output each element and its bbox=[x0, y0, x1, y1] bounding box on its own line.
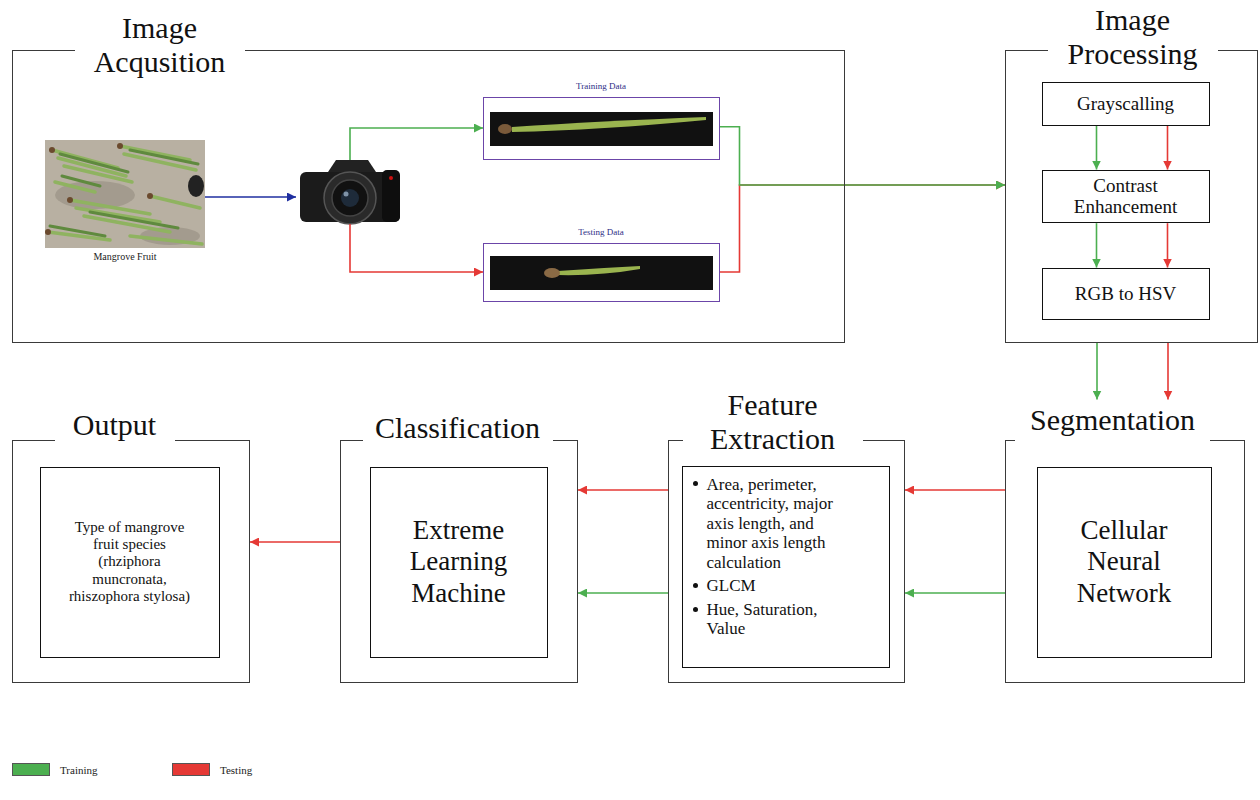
legend-swatch bbox=[172, 763, 210, 776]
heading-patch: Feature Extraction bbox=[683, 388, 863, 464]
bullet-item: Hue, Saturation, Value bbox=[689, 600, 883, 639]
box-label: Type of mangrove fruit species (rhziphor… bbox=[65, 519, 195, 605]
stage-box: Image ProcessingGrayscallingContrast Enh… bbox=[1005, 50, 1258, 343]
bullet-item: Area, perimeter, accentricity, major axi… bbox=[689, 475, 883, 573]
heading-patch: Segmentation bbox=[1015, 403, 1210, 445]
fruit-body bbox=[558, 266, 640, 275]
flow-arrow bbox=[905, 592, 1005, 594]
box-label: Extreme Learning Machine bbox=[394, 515, 524, 608]
flow-arrow bbox=[720, 185, 1006, 272]
camera-lens bbox=[324, 172, 376, 224]
legend-text: Testing bbox=[220, 764, 252, 776]
stage-box: ClassificationExtreme Learning Machine bbox=[340, 440, 578, 683]
heading-patch: Image Acqusition bbox=[75, 11, 245, 87]
stage-heading: Classification bbox=[373, 411, 543, 445]
propagule-tip bbox=[117, 143, 123, 149]
flow-arrow bbox=[1167, 126, 1169, 170]
thumbnail-ground bbox=[490, 112, 713, 146]
flow-arrow bbox=[720, 127, 1006, 185]
box-label: RGB to HSV bbox=[1051, 283, 1201, 305]
stage-heading: Image Acqusition bbox=[85, 11, 235, 79]
fruit-body bbox=[512, 117, 706, 132]
propagule-tip bbox=[45, 229, 51, 235]
feature-text: Hue, Saturation, Value bbox=[707, 600, 857, 639]
feature-list-box: Area, perimeter, accentricity, major axi… bbox=[682, 466, 890, 668]
process-box: Extreme Learning Machine bbox=[370, 467, 548, 658]
flow-arrow bbox=[1096, 343, 1098, 400]
camera-glass bbox=[341, 189, 359, 207]
image-box: Training Data bbox=[483, 97, 720, 160]
stage-heading: Feature Extraction bbox=[693, 388, 853, 456]
heading-patch: Classification bbox=[363, 411, 553, 453]
photo-object bbox=[188, 175, 204, 197]
camera-icon bbox=[300, 160, 400, 224]
photo-ground bbox=[45, 140, 205, 248]
testing-thumbnail bbox=[490, 256, 713, 290]
image-box: Testing Data bbox=[483, 243, 720, 302]
propagule-tip bbox=[49, 147, 55, 153]
legend-item: Training bbox=[12, 763, 98, 776]
training-thumbnail bbox=[490, 112, 713, 146]
camera-dot bbox=[389, 176, 393, 180]
stage-heading: Output bbox=[65, 408, 165, 442]
flow-arrow bbox=[905, 489, 1005, 491]
flow-arrow bbox=[578, 489, 668, 491]
propagule-strokes bbox=[48, 146, 202, 244]
camera-prism bbox=[328, 160, 376, 172]
process-box: Grayscalling bbox=[1042, 82, 1210, 126]
stage-box: Feature ExtractionArea, perimeter, accen… bbox=[668, 440, 905, 683]
camera-lens bbox=[332, 180, 368, 216]
fruit-cap bbox=[498, 124, 512, 134]
flow-arrow bbox=[1096, 223, 1098, 267]
box-label: Cellular Neural Network bbox=[1059, 515, 1189, 608]
flow-arrow bbox=[1096, 126, 1098, 170]
bullet-dot bbox=[693, 481, 698, 486]
testing-wire bbox=[350, 224, 483, 272]
propagule-tip bbox=[147, 193, 153, 199]
legend-text: Training bbox=[60, 764, 98, 776]
process-box: RGB to HSV bbox=[1042, 268, 1210, 320]
box-label: Grayscalling bbox=[1051, 93, 1201, 115]
stage-box: SegmentationCellular Neural Network bbox=[1005, 440, 1245, 683]
bullet-dot bbox=[693, 583, 698, 588]
image-caption: Training Data bbox=[484, 81, 719, 92]
lens-highlight bbox=[344, 192, 349, 197]
process-box: Cellular Neural Network bbox=[1037, 467, 1212, 658]
legend-swatch bbox=[12, 763, 50, 776]
legend-item: Testing bbox=[172, 763, 252, 776]
bullet-item: GLCM bbox=[689, 576, 883, 596]
caption-holder: Testing Data bbox=[484, 227, 719, 238]
process-box: Contrast Enhancement bbox=[1042, 170, 1210, 224]
feature-text: Area, perimeter, accentricity, major axi… bbox=[707, 475, 857, 573]
propagule-tip bbox=[67, 197, 73, 203]
flow-arrow bbox=[250, 541, 340, 543]
caption-holder: Training Data bbox=[484, 81, 719, 92]
feature-text: GLCM bbox=[707, 576, 857, 596]
thumbnail-ground bbox=[490, 256, 713, 290]
image-caption: Testing Data bbox=[484, 227, 719, 238]
process-box: Type of mangrove fruit species (rhziphor… bbox=[40, 467, 220, 658]
heading-patch: Output bbox=[55, 408, 175, 450]
capture-arrow bbox=[205, 196, 296, 198]
stage-box: Image AcqusitionTraining DataTesting Dat… bbox=[12, 50, 845, 343]
stage-heading: Segmentation bbox=[1025, 403, 1200, 437]
stage-box: OutputType of mangrove fruit species (rh… bbox=[12, 440, 250, 683]
flow-arrow bbox=[1167, 223, 1169, 267]
heading-patch: Image Processing bbox=[1048, 3, 1218, 79]
box-label: Contrast Enhancement bbox=[1051, 175, 1201, 219]
fruit-cap bbox=[544, 268, 560, 278]
label-holder: Mangrove Fruit bbox=[65, 251, 185, 263]
propagule-strokes bbox=[50, 150, 198, 236]
mangrove-photo bbox=[45, 140, 205, 248]
photo-caption: Mangrove Fruit bbox=[65, 251, 185, 263]
flow-arrow bbox=[578, 592, 668, 594]
camera-grip bbox=[382, 170, 400, 222]
training-wire bbox=[350, 128, 483, 160]
bullet-dot bbox=[693, 607, 698, 612]
stage-heading: Image Processing bbox=[1058, 3, 1208, 71]
flow-arrow bbox=[1167, 343, 1169, 400]
